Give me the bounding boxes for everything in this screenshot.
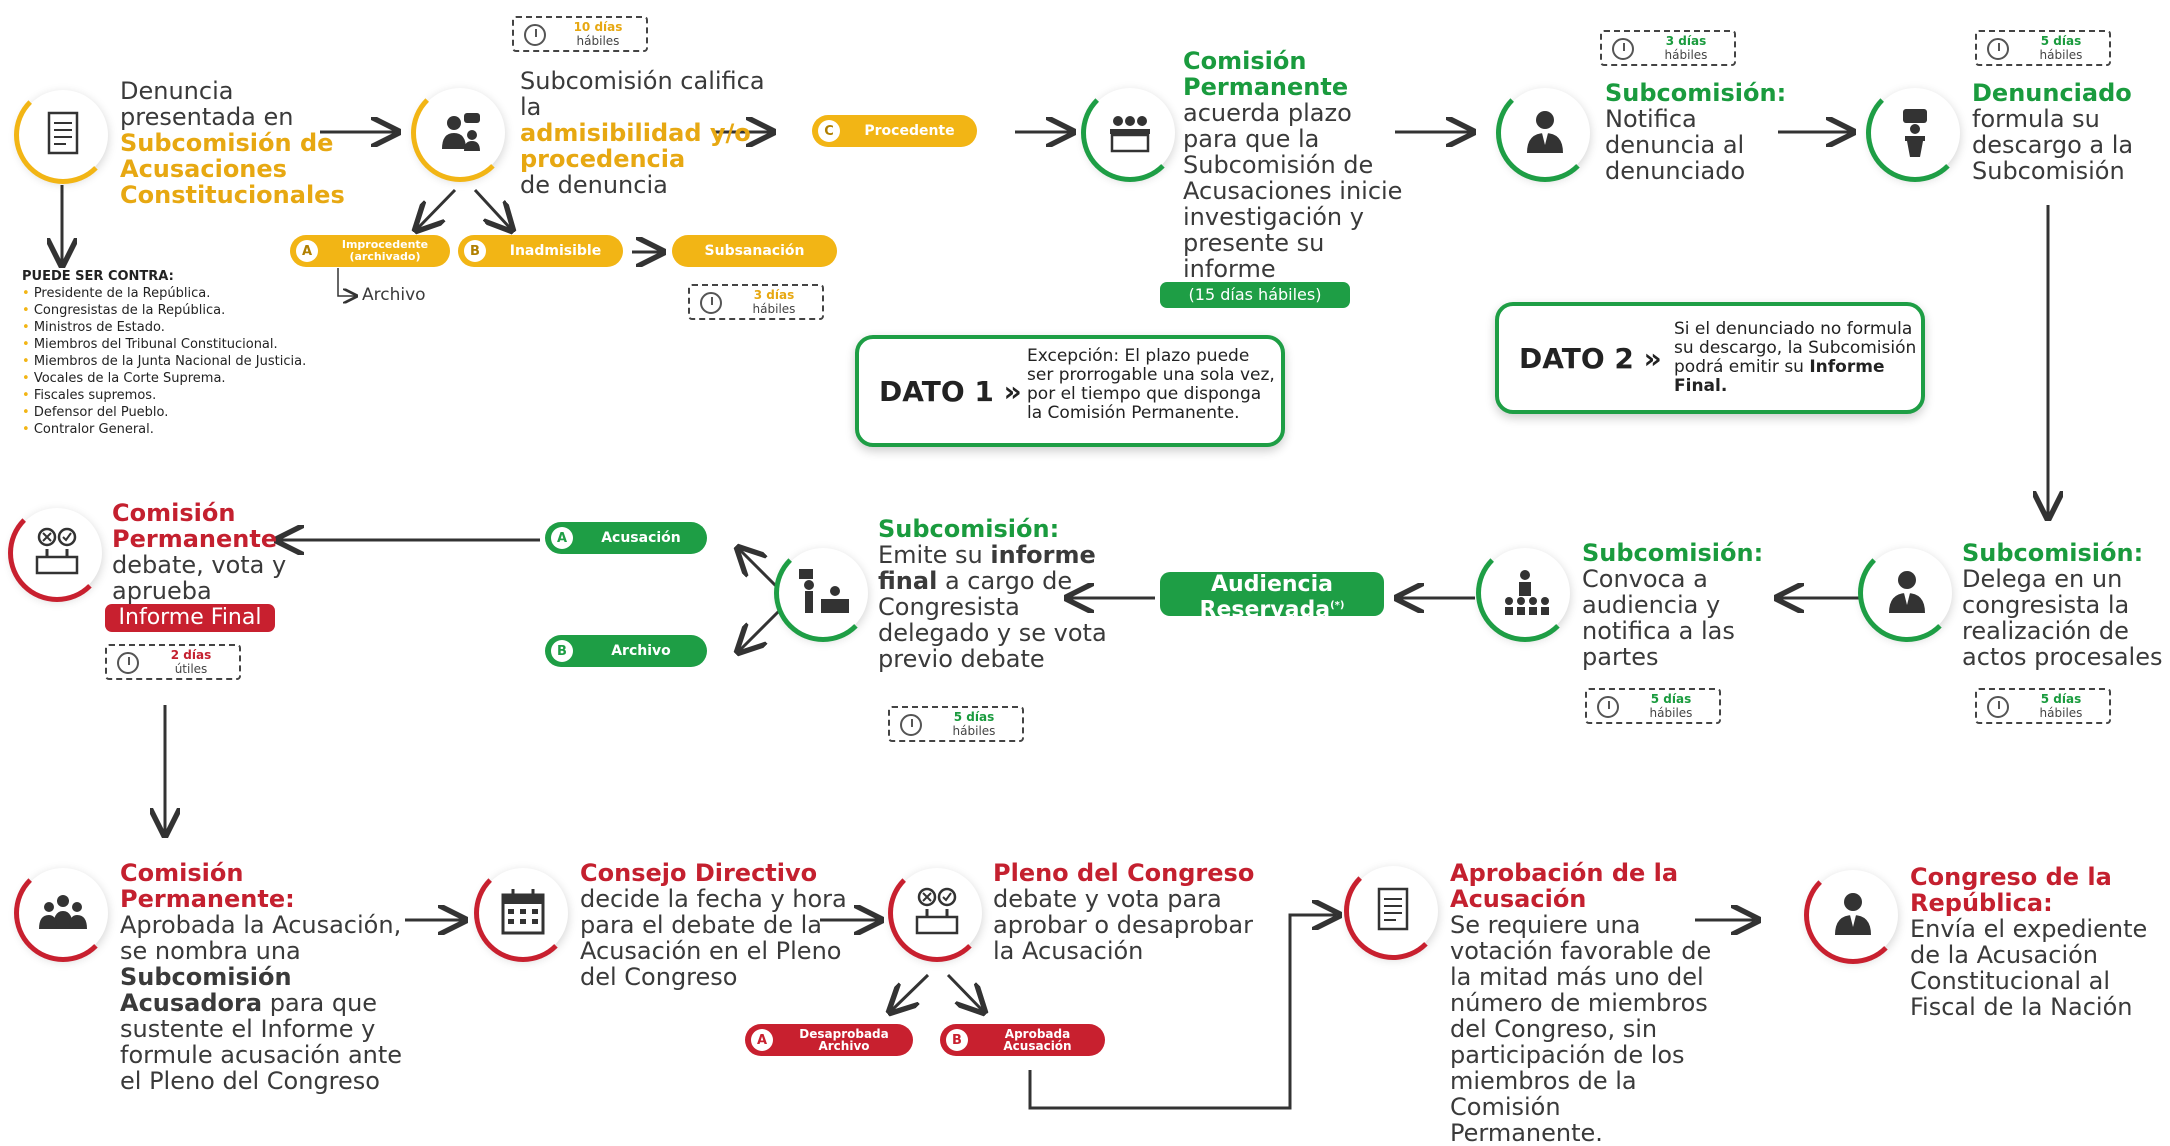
timer-5-dias-delega: 5 días hábiles [1975,688,2111,724]
puede-ser-contra-list: PUEDE SER CONTRA: Presidente de la Repúb… [22,268,342,438]
congreso-text: Congreso de la República: Envía el exped… [1910,863,2148,1021]
dato-1-box: DATO 1 » Excepción: El plazo puede ser p… [855,335,1285,447]
dato-2-box: DATO 2 » Si el denunciado no formula su … [1495,302,1925,414]
congreso-circle [1804,866,1902,964]
presenter-icon [799,569,849,613]
document-circle [14,86,112,184]
informe-final-circle [774,544,872,642]
timer-5-dias-convoca: 5 días hábiles [1585,688,1721,724]
congresista-circle [1858,544,1956,642]
informe-final-badge: Informe Final [105,604,275,632]
notifica-text: Subcomisión: Notifica denuncia al denunc… [1605,79,1787,185]
timer-3-dias-subsanacion: 3 días hábiles [688,284,824,320]
timer-3-dias-notifica: 3 días hábiles [1600,30,1736,66]
podium-icon [1903,109,1927,157]
podium-speaker-circle [1866,84,1964,182]
person-suit-icon [1835,893,1871,935]
comision-permanente-circle [1081,84,1179,182]
person-suit-icon [1889,571,1925,613]
document-icon [1377,887,1409,931]
audience-icon [1505,570,1549,615]
clock-icon [1612,38,1634,60]
consejo-directivo-text: Consejo Directivo decide la fecha y hora… [580,859,847,991]
group-icon [39,895,87,929]
clock-icon [524,24,546,46]
comision-acuerda-text: Comisión Permanente acuerda plazo para q… [1183,47,1403,283]
calendar-circle [474,864,572,962]
document-icon [47,111,79,155]
archivo-label: Archivo [362,285,426,305]
comision-acusadora-text: Comisión Permanente: Aprobada la Acusaci… [120,859,403,1095]
vote-icon [35,527,79,575]
aprobacion-text: Aprobación de la Acusación Se requiere u… [1450,859,1712,1146]
votacion-circle [8,504,106,602]
clock-icon [1597,696,1619,718]
comision-debate-text: Comisión Permanente debate, vota y aprue… [112,499,287,605]
vote-icon [915,887,959,935]
calendar-icon [501,889,545,935]
timer-10-dias: 10 días hábiles [512,16,648,52]
group-meeting-icon [442,113,480,151]
timer-5-dias-emite: 5 días hábiles [888,706,1024,742]
emite-informe-text: Subcomisión: Emite su informe final a ca… [878,515,1107,673]
clock-icon [117,652,139,674]
clock-icon [700,292,722,314]
15-dias-badge: (15 días hábiles) [1160,282,1350,308]
califica-text: Subcomisión califica la admisibilidad y/… [520,67,765,199]
panel-table-icon [1110,116,1150,153]
person-suit-icon [1527,111,1563,153]
clock-icon [1987,38,2009,60]
clock-icon [900,714,922,736]
audiencia-circle [1476,544,1574,642]
delega-text: Subcomisión: Delega en un congresista la… [1962,539,2163,671]
pleno-text: Pleno del Congreso debate y vota para ap… [993,859,1255,965]
aprobacion-circle [1344,862,1442,960]
subcomision-circle [411,84,509,182]
timer-2-dias: 2 días útiles [105,644,241,680]
timer-5-dias-descargo: 5 días hábiles [1975,30,2111,66]
denuncia-text: Denuncia presentada en Subcomisión de Ac… [120,77,345,209]
denunciado-person-circle [1496,84,1594,182]
clock-icon [1987,696,2009,718]
convoca-text: Subcomisión: Convoca a audiencia y notif… [1582,539,1764,671]
subsanacion-pill: Subsanación [672,235,837,267]
pleno-circle [888,864,986,962]
comision-acusadora-circle [14,864,112,962]
audiencia-reservada-badge: Audiencia Reservada(*) [1160,572,1384,621]
denunciado-text: Denunciado formula su descargo a la Subc… [1972,79,2134,185]
